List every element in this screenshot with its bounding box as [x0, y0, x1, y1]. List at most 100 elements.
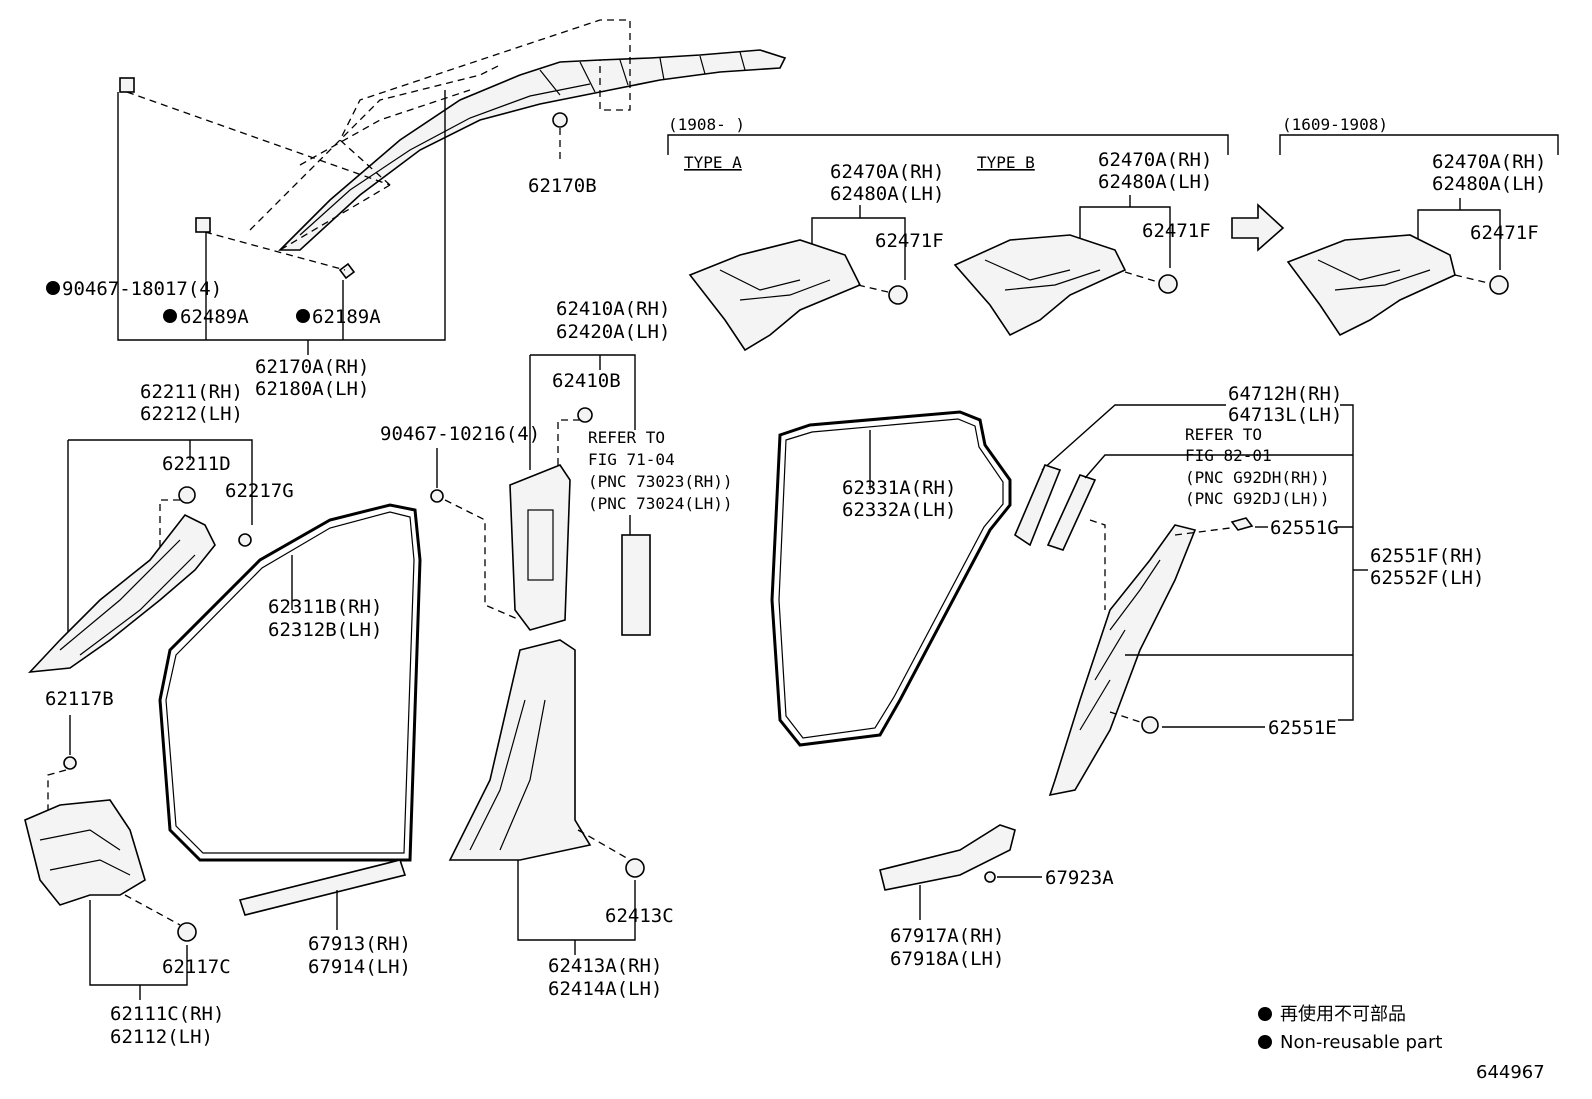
label-62117B: 62117B	[45, 688, 114, 710]
quarter-trim-type-b	[953, 234, 1127, 337]
clip-icon	[119, 77, 135, 93]
clip-icon	[1230, 517, 1254, 531]
ref-82-line4: (PNC G92DJ(LH))	[1185, 489, 1330, 508]
label-67918A: 67918A(LH)	[890, 948, 1004, 970]
arrow-right-icon	[1231, 203, 1285, 252]
legend-dot-icon	[1258, 1035, 1272, 1049]
range-1908: (1908- )	[668, 115, 745, 134]
label-62332A: 62332A(LH)	[842, 499, 956, 521]
label-a-62471F: 62471F	[875, 230, 944, 252]
label-a-62480A: 62480A(LH)	[830, 183, 944, 205]
ref-71-line1: REFER TO	[588, 428, 665, 447]
label-64712H: 64712H(RH)	[1228, 383, 1342, 405]
label-62217G: 62217G	[225, 480, 294, 502]
seat-belt-anchor	[621, 534, 651, 636]
label-b-62480A: 62480A(LH)	[1098, 171, 1212, 193]
legend-dot-icon	[1258, 1007, 1272, 1021]
label-62410A: 62410A(RH)	[556, 298, 670, 320]
label-62414A: 62414A(LH)	[548, 978, 662, 1000]
label-62112: 62112(LH)	[110, 1026, 213, 1048]
label-62410B: 62410B	[552, 370, 621, 392]
label-64713L: 64713L(LH)	[1228, 404, 1342, 426]
non-reusable-dot-icon	[163, 309, 177, 323]
label-62189A: 62189A	[312, 306, 381, 328]
label-62170B: 62170B	[528, 175, 597, 197]
label-b-62471F: 62471F	[1142, 220, 1211, 242]
type-b-heading: TYPE B	[977, 153, 1035, 172]
label-62420A: 62420A(LH)	[556, 321, 670, 343]
label-90467-10216: 90467-10216(4)	[380, 423, 540, 445]
quarter-vent-louver	[1046, 474, 1097, 551]
label-62489A: 62489A	[180, 306, 249, 328]
label-62211D: 62211D	[162, 453, 231, 475]
clip-icon	[1489, 275, 1509, 295]
non-reusable-dot-icon	[46, 281, 60, 295]
clip-icon	[430, 489, 444, 503]
clip-icon	[177, 922, 197, 942]
center-pillar-lower-garnish	[448, 639, 592, 861]
rear-door-weatherstrip	[770, 410, 1012, 747]
label-a-62470A: 62470A(RH)	[830, 161, 944, 183]
label-c-62480A: 62480A(LH)	[1432, 173, 1546, 195]
label-62331A: 62331A(RH)	[842, 477, 956, 499]
quarter-trim-type-a	[688, 239, 862, 352]
type-a-heading: TYPE A	[684, 153, 742, 172]
clip-icon	[625, 858, 645, 878]
label-62211: 62211(RH)	[140, 381, 243, 403]
range-1609-1908: (1609-1908)	[1282, 115, 1388, 134]
center-pillar-upper-garnish	[509, 464, 571, 631]
label-62111C: 62111C(RH)	[110, 1003, 224, 1025]
diagram-id: 644967	[1476, 1062, 1545, 1083]
label-62551E: 62551E	[1268, 717, 1337, 739]
rear-scuff-plate	[879, 824, 1016, 891]
roof-side-inner-garnish	[1048, 524, 1197, 797]
ref-82-line1: REFER TO	[1185, 425, 1262, 444]
label-67917A: 67917A(RH)	[890, 925, 1004, 947]
ref-82-line2: FIG 82-01	[1185, 446, 1272, 465]
legend-english: Non-reusable part	[1280, 1032, 1442, 1053]
label-67914: 67914(LH)	[308, 956, 411, 978]
bolt-icon	[552, 112, 568, 128]
clip-icon	[63, 756, 77, 770]
ref-71-line3: (PNC 73023(RH))	[588, 472, 733, 491]
clip-icon	[577, 407, 593, 423]
legend-japanese: 再使用不可部品	[1280, 1004, 1406, 1025]
label-62312B: 62312B(LH)	[268, 619, 382, 641]
ref-82-line3: (PNC G92DH(RH))	[1185, 468, 1330, 487]
non-reusable-dot-icon	[296, 309, 310, 323]
clip-icon	[338, 262, 356, 280]
label-62413C: 62413C	[605, 905, 674, 927]
label-90467-18017: 90467-18017(4)	[62, 278, 222, 300]
label-62117C: 62117C	[162, 956, 231, 978]
quarter-trim-early	[1286, 234, 1456, 337]
label-62212: 62212(LH)	[140, 403, 243, 425]
roof-rail-assembly	[117, 19, 787, 355]
label-67923A: 67923A	[1045, 867, 1114, 889]
quarter-vent-duct	[1014, 464, 1062, 547]
label-c-62471F: 62471F	[1470, 222, 1539, 244]
label-62552F: 62552F(LH)	[1370, 567, 1484, 589]
label-b-62470A: 62470A(RH)	[1098, 149, 1212, 171]
clip-icon	[238, 533, 252, 547]
ref-71-line2: FIG 71-04	[588, 450, 675, 469]
clip-icon	[984, 871, 996, 883]
label-62551F: 62551F(RH)	[1370, 545, 1484, 567]
clip-icon	[1141, 716, 1159, 734]
label-62311B: 62311B(RH)	[268, 596, 382, 618]
label-62551G: 62551G	[1270, 517, 1339, 539]
ref-71-line4: (PNC 73024(LH))	[588, 494, 733, 513]
clip-icon	[888, 285, 908, 305]
label-62180A: 62180A(LH)	[255, 378, 369, 400]
clip-icon	[195, 217, 211, 233]
front-door-weatherstrip	[158, 503, 422, 862]
clip-icon	[1158, 274, 1178, 294]
label-62170A: 62170A(RH)	[255, 356, 369, 378]
front-pillar-garnish	[27, 513, 216, 674]
label-67913: 67913(RH)	[308, 933, 411, 955]
front-scuff-plate	[238, 859, 407, 916]
label-62413A: 62413A(RH)	[548, 955, 662, 977]
clip-icon	[178, 486, 196, 504]
label-c-62470A: 62470A(RH)	[1432, 151, 1546, 173]
